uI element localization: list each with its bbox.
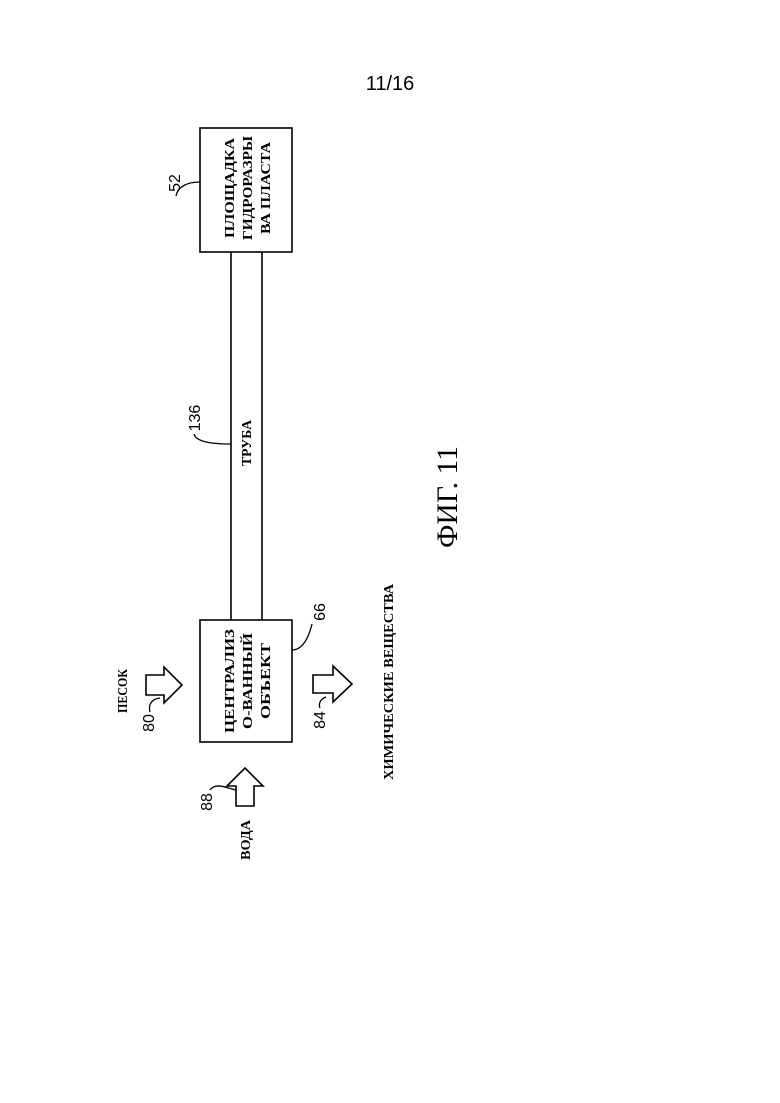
chemicals-arrow-icon [313, 666, 352, 702]
centralized-facility-line-3: ОБЪЕКТ [258, 643, 273, 719]
page-number: 11/16 [366, 73, 415, 95]
centralized-facility-line-2: О-ВАННЫЙ [240, 632, 255, 729]
water-label: ВОДА [238, 820, 253, 860]
sand-arrow-icon [146, 667, 182, 703]
pipe: ТРУБА [231, 252, 262, 620]
ref-88: 88 [199, 793, 216, 811]
ref-66: 66 [312, 603, 329, 621]
ref-84: 84 [312, 711, 329, 729]
sand-input: ПЕСОК 80 [115, 667, 182, 732]
ref-52: 52 [167, 174, 184, 192]
ref-136: 136 [187, 405, 204, 432]
fracturing-site-line-3: ВА ПЛАСТА [258, 142, 273, 234]
fracturing-site-block: ПЛОЩАДКА ГИДРОРАЗРЫ ВА ПЛАСТА [200, 128, 292, 252]
pipe-label: ТРУБА [239, 420, 254, 466]
leader-84 [319, 697, 326, 708]
leader-80 [149, 698, 160, 712]
sand-label: ПЕСОК [115, 669, 130, 713]
ref-80: 80 [141, 714, 158, 732]
centralized-facility-line-1: ЦЕНТРАЛИЗ [222, 629, 237, 733]
figure-caption: ФИГ. 11 [431, 446, 464, 548]
water-arrow-icon [227, 768, 263, 806]
fracturing-site-line-2: ГИДРОРАЗРЫ [240, 135, 255, 240]
leader-66 [292, 624, 312, 650]
centralized-facility-block: ЦЕНТРАЛИЗ О-ВАННЫЙ ОБЪЕКТ [200, 620, 292, 742]
fracturing-site-line-1: ПЛОЩАДКА [222, 138, 237, 238]
leader-136 [194, 434, 231, 444]
water-input: 88 ВОДА [199, 768, 263, 860]
chemicals-label: ХИМИЧЕСКИЕ ВЕЩЕСТВА [381, 584, 396, 780]
